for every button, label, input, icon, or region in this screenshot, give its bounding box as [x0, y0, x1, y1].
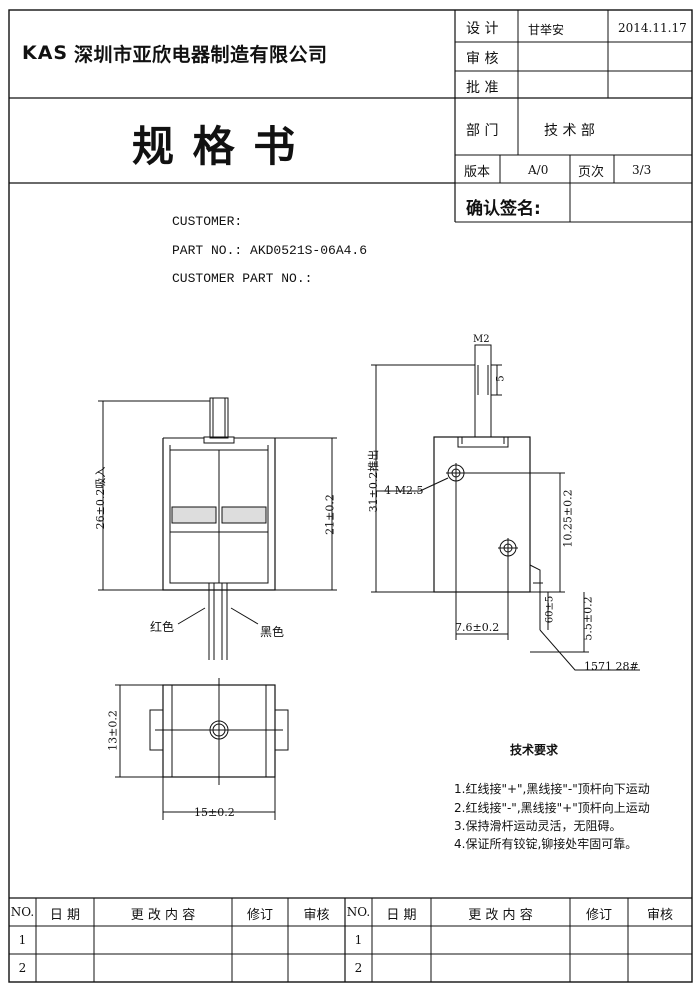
tech-title: 技术要求	[510, 743, 559, 757]
approve-label: 批 准	[466, 80, 499, 96]
dept-value: 技 术 部	[544, 123, 595, 139]
dim-60: 60±5	[544, 595, 556, 624]
rev-header-date: 日 期	[386, 908, 417, 923]
red-wire-label: 红色	[150, 620, 175, 634]
review-label: 审 核	[466, 51, 499, 67]
label-m2: M2	[473, 334, 490, 345]
rev-header-review: 审核	[303, 908, 330, 923]
front-view	[98, 397, 337, 660]
dim-31: 31±0.2推出	[367, 449, 380, 513]
dim-5: 5	[495, 375, 507, 382]
part-no: PART NO.: AKD0521S-06A4.6	[172, 243, 368, 258]
version-value: A/0	[528, 163, 549, 177]
rev-header-date: 日 期	[49, 908, 81, 923]
company-name: 深圳市亚欣电器制造有限公司	[74, 44, 328, 66]
top-view	[115, 678, 289, 820]
rev-header-no: NO.	[10, 905, 35, 919]
design-label: 设 计	[466, 21, 499, 37]
doc-title: 规 格 书	[132, 122, 298, 171]
dim-26: 26±0.2吸入	[94, 466, 107, 530]
side-view	[371, 344, 640, 671]
tech-item: 4.保证所有铰锭,铆接处牢固可靠。	[454, 837, 638, 851]
wire-spec-label: 1571 28#	[584, 660, 639, 673]
dim-15: 15±0.2	[194, 806, 235, 819]
rev-row-no: 2	[354, 961, 363, 975]
dim-7-6: 7.6±0.2	[455, 621, 500, 634]
rev-row-no: 1	[354, 933, 363, 947]
rev-row-no: 1	[18, 933, 27, 947]
tech-item: 2.红线接"-",黑线接"+"顶杆向上运动	[454, 801, 650, 815]
page-value: 3/3	[632, 163, 652, 177]
rev-header-content: 更 改 内 容	[468, 908, 533, 923]
black-wire-label: 黑色	[260, 625, 285, 639]
rev-header-content: 更 改 内 容	[130, 908, 196, 923]
dim-13: 13±0.2	[106, 710, 120, 751]
page-label: 页次	[578, 165, 605, 180]
dim-5-5: 5.5±0.2	[581, 596, 595, 641]
confirm-signature-label: 确认签名:	[466, 199, 541, 219]
dim-21: 21±0.2	[323, 494, 337, 535]
rev-row-no: 2	[18, 961, 27, 975]
design-date: 2014.11.17	[618, 21, 687, 35]
customer-part-label: CUSTOMER PART NO.:	[172, 271, 313, 286]
rev-header-revise: 修订	[585, 908, 612, 923]
dim-10-25: 10.25±0.2	[561, 489, 575, 548]
version-label: 版本	[464, 165, 491, 180]
rev-header-no: NO.	[346, 905, 371, 919]
hole-label: 4-M2.5	[384, 484, 424, 497]
designer-name: 甘举安	[528, 23, 565, 37]
rev-header-revise: 修订	[246, 908, 273, 923]
tech-item: 1.红线接"+",黑线接"-"顶杆向下运动	[454, 782, 650, 796]
dept-label: 部 门	[466, 123, 499, 139]
rev-header-review: 审核	[646, 908, 673, 923]
customer-label: CUSTOMER:	[172, 214, 243, 229]
tech-item: 3.保持滑杆运动灵活，无阻碍。	[454, 819, 622, 833]
company-logo: KAS	[22, 42, 69, 64]
